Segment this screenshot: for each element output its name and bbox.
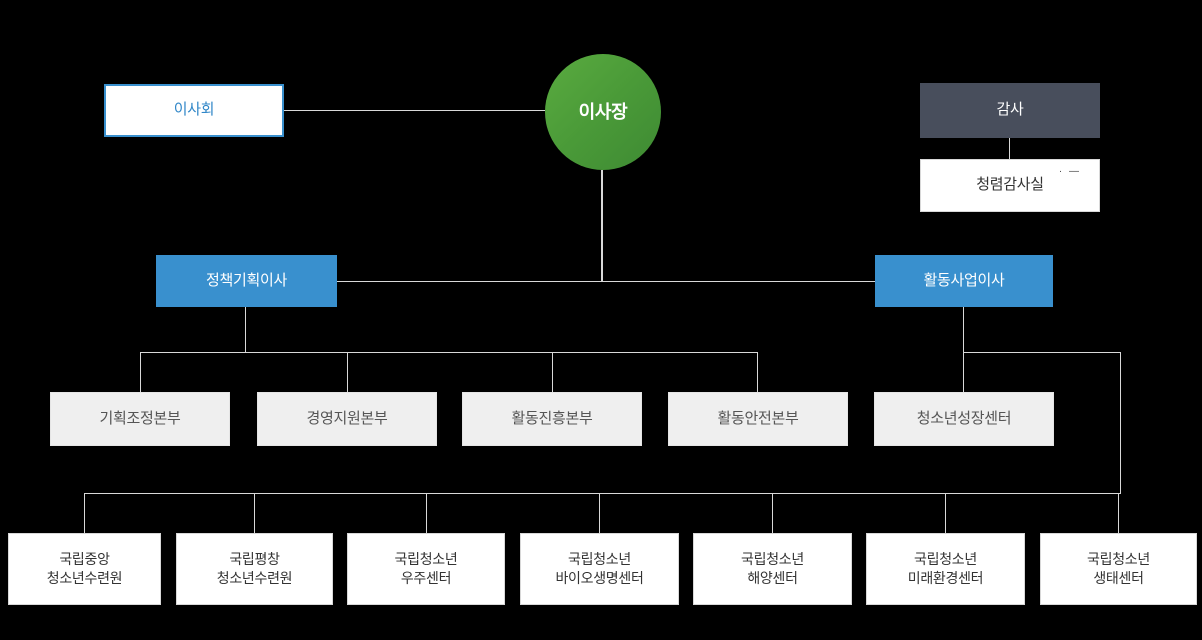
director-policy-node: 정책기획이사 xyxy=(156,255,337,307)
center-label-line1: 국립청소년 xyxy=(1087,551,1150,568)
hq-activity-promotion-label: 활동진흥본부 xyxy=(511,409,593,427)
connector-hq-drop-3 xyxy=(552,352,553,392)
center-label-line1: 국립평창 xyxy=(229,551,280,568)
center-space-node: 국립청소년 우주센터 xyxy=(347,533,505,605)
connector-center-drop-3 xyxy=(426,493,427,533)
connector-board-to-chairman xyxy=(284,110,545,111)
auditor-label: 감사 xyxy=(996,101,1024,119)
center-label-line1: 국립청소년 xyxy=(394,551,458,568)
center-label-line2: 청소년수련원 xyxy=(216,570,293,586)
connector-center-drop-4 xyxy=(599,493,600,533)
chairman-node: 이사장 xyxy=(545,54,661,170)
connector-right-riser xyxy=(1120,352,1121,494)
audit-office-mark: · — xyxy=(1058,166,1081,177)
connector-chairman-trunk xyxy=(601,170,603,282)
board-label: 이사회 xyxy=(173,101,215,119)
connector-hq-drop-1 xyxy=(140,352,141,392)
center-label-line2: 해양센터 xyxy=(747,570,798,586)
connector-right-branch xyxy=(963,352,1121,353)
connector-director1-down xyxy=(245,307,246,352)
center-pyeongchang-node: 국립평창 청소년수련원 xyxy=(176,533,333,605)
center-label-line1: 국립청소년 xyxy=(914,551,977,568)
center-label-line2: 바이오생명센터 xyxy=(555,570,644,586)
hq-management-label: 경영지원본부 xyxy=(306,409,388,427)
board-node: 이사회 xyxy=(104,84,284,137)
connector-directors-crossbar xyxy=(337,281,875,282)
connector-center-drop-7 xyxy=(1118,493,1119,533)
connector-auditor-to-office xyxy=(1009,138,1010,160)
center-label-line2: 생태센터 xyxy=(1093,570,1144,586)
connector-center-drop-2 xyxy=(254,493,255,533)
connector-center-drop-6 xyxy=(945,493,946,533)
auditor-node: 감사 xyxy=(920,83,1100,138)
hq-planning-node: 기획조정본부 xyxy=(50,392,230,446)
connector-center-drop-5 xyxy=(772,493,773,533)
audit-office-node: · — 청렴감사실 xyxy=(920,159,1100,212)
hq-youth-growth-label: 청소년성장센터 xyxy=(916,409,1012,427)
hq-management-node: 경영지원본부 xyxy=(257,392,437,446)
connector-hq-drop-2 xyxy=(347,352,348,392)
center-label-line2: 우주센터 xyxy=(400,570,452,586)
hq-activity-safety-node: 활동안전본부 xyxy=(668,392,848,446)
center-label-line1: 국립중앙 xyxy=(59,551,110,568)
director-policy-label: 정책기획이사 xyxy=(205,271,287,289)
center-label-line1: 국립청소년 xyxy=(568,551,631,568)
center-central-node: 국립중앙 청소년수련원 xyxy=(8,533,161,605)
chairman-label: 이사장 xyxy=(578,101,628,122)
connector-hq-crossbar xyxy=(140,352,758,353)
center-ecology-node: 국립청소년 생태센터 xyxy=(1040,533,1197,605)
director-activity-node: 활동사업이사 xyxy=(875,255,1053,307)
director-activity-label: 활동사업이사 xyxy=(923,271,1005,289)
audit-office-label: 청렴감사실 xyxy=(976,176,1044,194)
connector-director2-down xyxy=(963,307,964,392)
center-bio-node: 국립청소년 바이오생명센터 xyxy=(520,533,679,605)
hq-activity-promotion-node: 활동진흥본부 xyxy=(462,392,642,446)
connector-hq-drop-4 xyxy=(757,352,758,392)
center-marine-node: 국립청소년 해양센터 xyxy=(693,533,852,605)
center-future-environment-node: 국립청소년 미래환경센터 xyxy=(866,533,1025,605)
hq-activity-safety-label: 활동안전본부 xyxy=(717,409,799,427)
hq-youth-growth-node: 청소년성장센터 xyxy=(874,392,1054,446)
connector-center-drop-1 xyxy=(84,493,85,533)
center-label-line1: 국립청소년 xyxy=(741,551,804,568)
center-label-line2: 청소년수련원 xyxy=(46,570,123,586)
center-label-line2: 미래환경센터 xyxy=(907,570,984,586)
hq-planning-label: 기획조정본부 xyxy=(99,409,181,427)
connector-centers-crossbar xyxy=(84,493,1121,494)
